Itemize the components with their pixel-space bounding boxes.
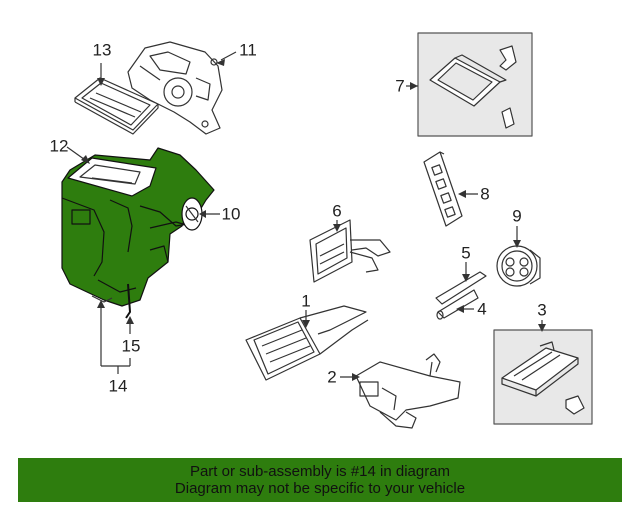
callout-5[interactable]: 5 <box>461 243 471 263</box>
callout-11[interactable]: 11 <box>239 40 257 60</box>
part-14-hvac-case[interactable] <box>61 147 215 319</box>
leader-11 <box>220 51 237 61</box>
callout-15[interactable]: 15 <box>121 336 141 356</box>
assembly-14-bracket <box>100 302 131 374</box>
callout-7[interactable]: 7 <box>395 76 405 96</box>
part-7-seal-kit[interactable] <box>417 32 533 137</box>
callout-6[interactable]: 6 <box>332 201 342 221</box>
callout-4[interactable]: 4 <box>477 299 487 319</box>
part-2-bracket[interactable] <box>355 353 461 429</box>
callout-12[interactable]: 12 <box>49 136 69 156</box>
callout-8[interactable]: 8 <box>480 184 490 204</box>
part-1-heater-core[interactable] <box>245 305 369 381</box>
callout-3[interactable]: 3 <box>537 300 547 320</box>
part-13-filter[interactable] <box>74 77 159 135</box>
callout-2[interactable]: 2 <box>327 367 337 387</box>
info-banner: Part or sub-assembly is #14 in diagram D… <box>18 458 622 502</box>
arrowheads <box>81 59 546 381</box>
part-11-actuator[interactable] <box>127 41 223 135</box>
banner-line-2: Diagram may not be specific to your vehi… <box>174 480 466 497</box>
part-3-cabin-filter[interactable] <box>493 329 593 425</box>
callout-13[interactable]: 13 <box>92 40 112 60</box>
part-8-resistor[interactable] <box>423 151 463 227</box>
banner-line-1: Part or sub-assembly is #14 in diagram <box>189 463 451 480</box>
callout-14[interactable]: 14 <box>108 376 128 396</box>
callout-9[interactable]: 9 <box>512 206 522 226</box>
callout-1[interactable]: 1 <box>301 291 311 311</box>
part-9-blower[interactable] <box>496 245 541 287</box>
part-6-core[interactable] <box>309 219 391 283</box>
callout-10[interactable]: 10 <box>221 204 241 224</box>
part-4-hose[interactable] <box>436 289 479 320</box>
